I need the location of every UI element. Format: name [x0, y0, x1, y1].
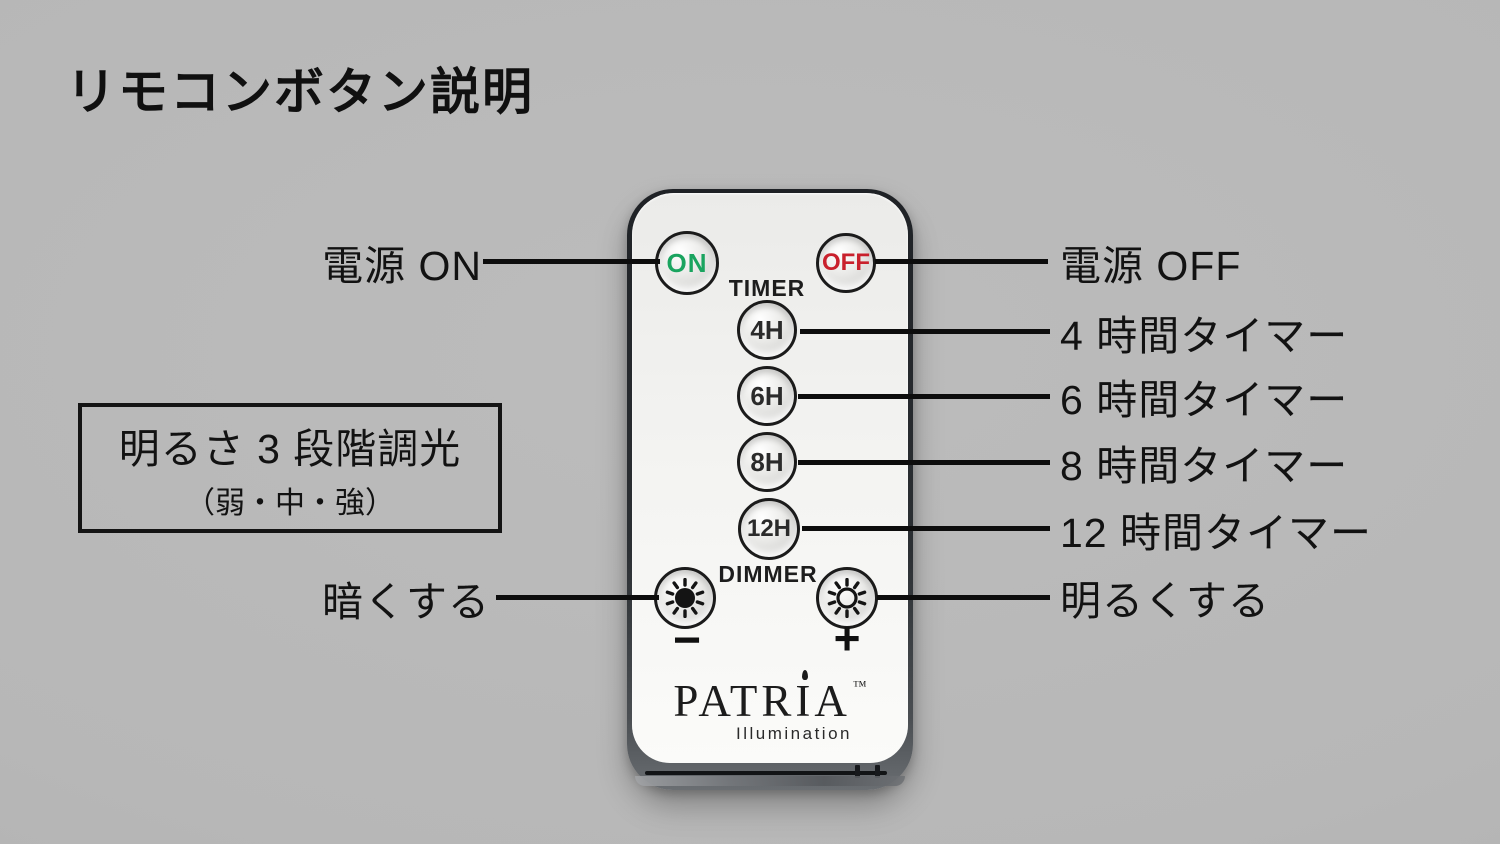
brightness-box-line1: 明るさ 3 段階調光 — [118, 425, 462, 472]
battery-tray-notch — [875, 765, 880, 778]
brightness-box-line2: （弱・中・強） — [185, 486, 395, 520]
label-timer-12h: 12 時間タイマー — [1060, 510, 1372, 556]
callout-line-timer-12h — [802, 526, 1050, 531]
page-title: リモコンボタン説明 — [66, 64, 534, 120]
label-dim-up: 明るくする — [1060, 578, 1270, 624]
sun-outline-icon — [827, 578, 867, 618]
timer-12h-button[interactable]: 12H — [738, 498, 800, 560]
battery-tray-notch — [855, 765, 860, 778]
callout-line-timer-8h — [798, 460, 1050, 465]
callout-line-dim-down — [496, 595, 659, 600]
callout-line-power-on — [483, 259, 660, 264]
dim-plus-mark: + — [833, 612, 861, 664]
brand-subtitle: Illumination — [736, 724, 852, 743]
label-power-on: 電源 ON — [322, 243, 482, 289]
label-dim-down: 暗くする — [322, 579, 490, 625]
brightness-info-box: 明るさ 3 段階調光 （弱・中・強） — [78, 403, 502, 533]
timer-8h-button[interactable]: 8H — [737, 432, 797, 492]
dim-down-button[interactable] — [654, 567, 716, 629]
power-off-button[interactable]: OFF — [816, 233, 876, 293]
label-timer-8h: 8 時間タイマー — [1060, 443, 1349, 489]
remote-bottom-edge — [635, 776, 905, 786]
timer-4h-button[interactable]: 4H — [737, 300, 797, 360]
sun-filled-icon — [665, 578, 705, 618]
callout-line-timer-6h — [798, 394, 1050, 399]
callout-line-dim-up — [877, 595, 1050, 600]
dimmer-section-label: DIMMER — [718, 561, 818, 587]
remote-control: ON OFF TIMER 4H 6H 8H 12H DIMMER — [627, 189, 913, 790]
label-timer-4h: 4 時間タイマー — [1060, 313, 1349, 359]
brand-letter-i-with-flame: I — [795, 676, 815, 726]
label-power-off: 電源 OFF — [1060, 243, 1242, 289]
callout-line-power-off — [875, 259, 1048, 264]
trademark-symbol: ™ — [852, 679, 867, 694]
label-timer-6h: 6 時間タイマー — [1060, 377, 1349, 423]
timer-6h-button[interactable]: 6H — [737, 366, 797, 426]
dim-minus-mark: − — [672, 614, 702, 667]
battery-tray-slot — [645, 771, 887, 775]
dim-up-button[interactable] — [816, 567, 878, 629]
timer-section-label: TIMER — [728, 275, 806, 301]
callout-line-timer-4h — [800, 329, 1050, 334]
power-on-button[interactable]: ON — [655, 231, 719, 295]
